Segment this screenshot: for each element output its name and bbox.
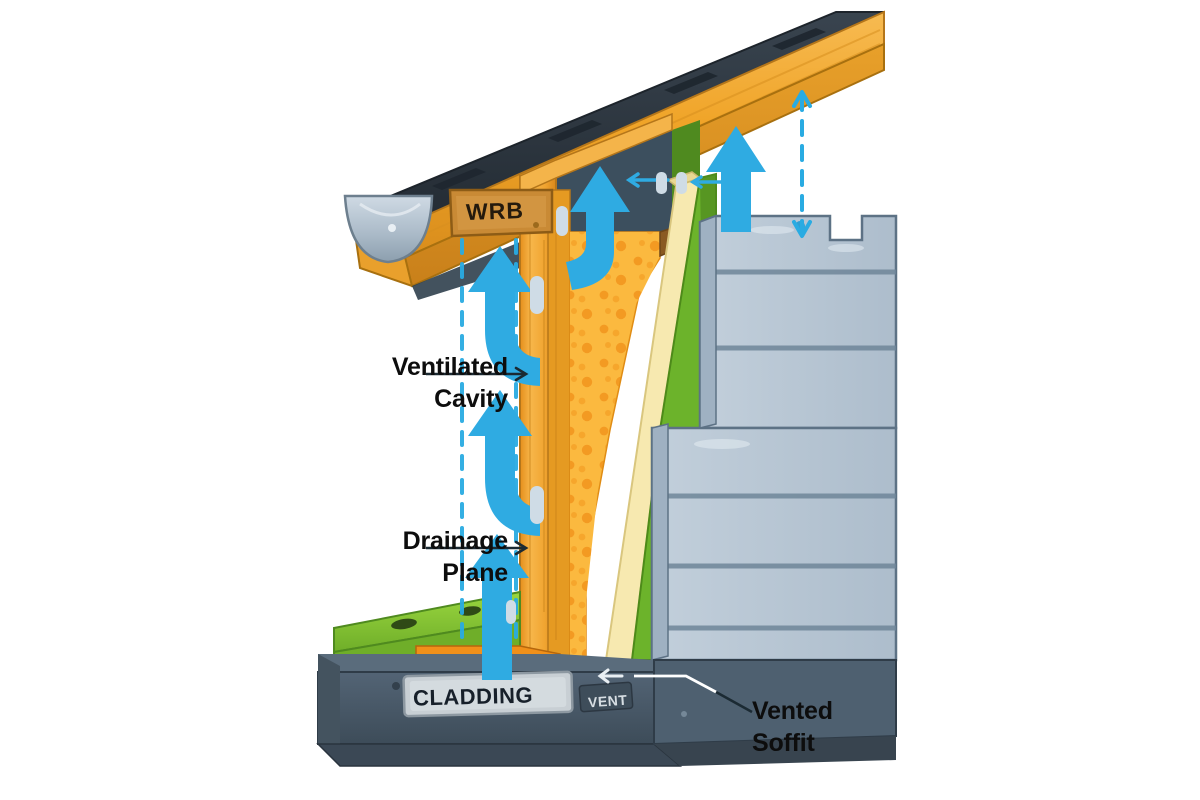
shingle-tabs xyxy=(432,28,826,190)
foundation-anchor-2 xyxy=(681,711,687,717)
cladding-plaque-inner xyxy=(409,677,567,711)
gutter-inner-shadow xyxy=(359,202,421,217)
wrb-plaque-group xyxy=(448,188,554,238)
foundation-assembly xyxy=(316,654,897,767)
airflow-guide-lines xyxy=(460,238,518,650)
callout-vented-soffit: Vented Soffit xyxy=(752,697,833,757)
airflow-arrow-exterior xyxy=(706,126,766,232)
airflow-arrow-mid-upper xyxy=(468,246,540,386)
wrb-plaque-inner xyxy=(456,196,546,230)
siding-panel-lower xyxy=(650,426,898,662)
airflow-arrow-bottom xyxy=(465,534,529,680)
callout-leader-arrowheads xyxy=(514,366,529,556)
airflow-arrow-soffit-exhaust xyxy=(566,166,630,290)
foundation-right-skirt xyxy=(654,736,896,766)
sill-weep-slots xyxy=(391,606,481,630)
eave-dimension-line xyxy=(792,90,812,238)
callout-leader-lines xyxy=(426,372,753,714)
gutter-highlight xyxy=(388,224,396,232)
siding-side-return-upper xyxy=(699,214,717,429)
foundation-anchor xyxy=(392,682,400,690)
foundation-bottom-skirt xyxy=(316,743,683,767)
lap-siding-cladding xyxy=(650,214,898,662)
siding-side-return-lower xyxy=(651,423,669,661)
leader-vented-soffit-light xyxy=(634,674,717,694)
callout-ventilated-cavity: Ventilated Cavity xyxy=(391,353,508,413)
leader-vented-soffit-dark xyxy=(715,690,753,714)
gutter-assembly xyxy=(343,194,434,264)
siding-lap-lines xyxy=(654,269,896,631)
vent-plaque-recess xyxy=(578,681,634,713)
callout-drainage-plane: Drainage Plane xyxy=(402,527,509,587)
airflow-arrow-mid-lower xyxy=(468,390,540,536)
siding-panel-upper xyxy=(698,214,898,430)
foundation-left-bevel xyxy=(318,654,340,764)
insulation-batt-main xyxy=(570,232,660,670)
wrb-plaque-screw xyxy=(533,222,539,228)
cavity-flashing-clips xyxy=(506,172,687,624)
siding-highlights xyxy=(694,226,864,449)
vent-arrow-icon xyxy=(597,668,624,684)
airflow-arrows xyxy=(465,126,766,680)
